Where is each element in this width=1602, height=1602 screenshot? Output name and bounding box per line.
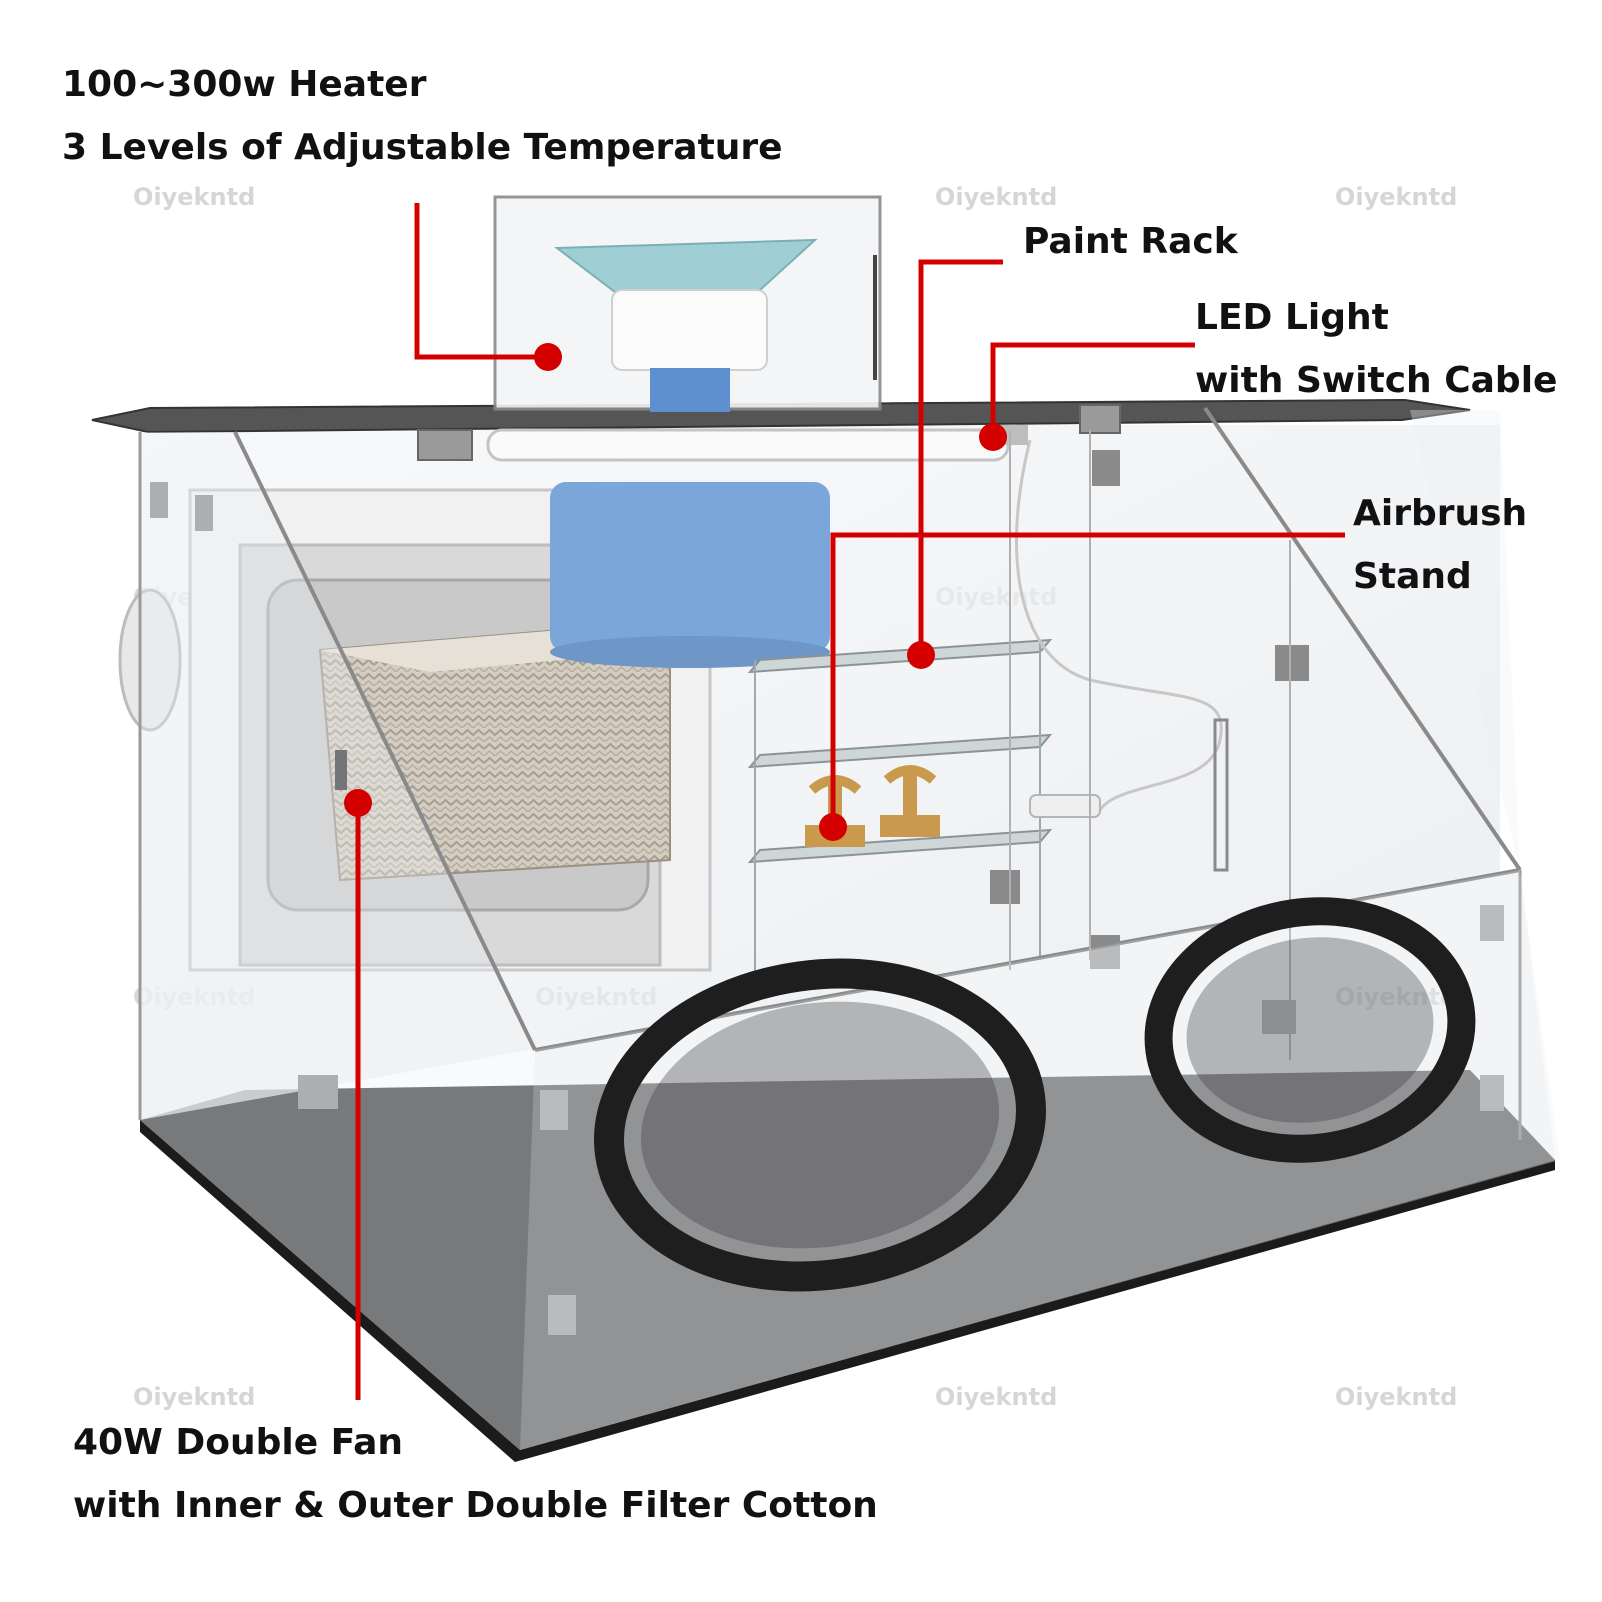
callout-dot (979, 423, 1007, 451)
callout-fan (344, 789, 372, 1400)
callout-led (979, 342, 1195, 451)
watermark-text: Oiyekntd (1335, 183, 1457, 211)
watermark-text: Oiyekntd (133, 183, 255, 211)
watermark-text: Oiyekntd (133, 1383, 255, 1411)
blue-filter (550, 482, 830, 668)
callout-dot (344, 789, 372, 817)
switch-cable (1015, 439, 1229, 872)
glove-port-left (594, 958, 1046, 1292)
booth-top-panel (91, 398, 1471, 434)
hinges (150, 404, 1504, 1335)
callout-paint-rack (907, 259, 1003, 669)
callout-lines (344, 203, 1345, 1400)
callout-dot (819, 813, 847, 841)
glove-ports (594, 897, 1476, 1292)
fan-label-line1: 40W Double Fan (73, 1422, 404, 1463)
fan-label-line2: with Inner & Outer Double Filter Cotton (73, 1485, 878, 1526)
led-light-bar (486, 425, 1028, 462)
booth-front-glass (138, 406, 1560, 1450)
airbrush-label-line1: Airbrush (1353, 493, 1528, 534)
watermark-text: Oiyekntd (935, 183, 1057, 211)
callout-airbrush (819, 532, 1345, 841)
led-label-line2: with Switch Cable (1195, 360, 1558, 401)
glove-port-right (1144, 897, 1476, 1163)
callout-dot (534, 343, 562, 371)
paint-rack-label: Paint Rack (1023, 221, 1238, 262)
heater-label-line1: 100~300w Heater (62, 64, 427, 105)
watermark-text: Oiyekntd (935, 1383, 1057, 1411)
watermark-text: Oiyekntd (1335, 983, 1457, 1011)
heater-label-line2: 3 Levels of Adjustable Temperature (62, 127, 783, 168)
airbrush-label-line2: Stand (1353, 556, 1472, 597)
callout-heater (414, 203, 562, 371)
paint-rack (747, 638, 1053, 990)
watermark-text: Oiyekntd (1335, 1383, 1457, 1411)
heater-box (493, 195, 882, 412)
callout-dot (907, 641, 935, 669)
led-label-line1: LED Light (1195, 297, 1389, 338)
